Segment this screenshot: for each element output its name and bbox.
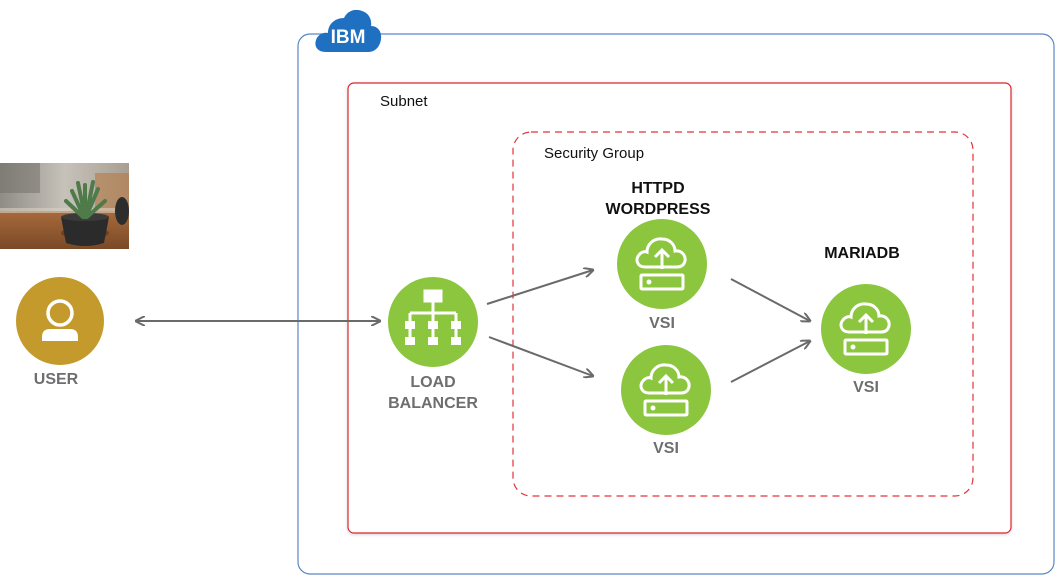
load-balancer-label-line1: LOAD (410, 374, 456, 391)
vsi-top-label: VSI (649, 315, 675, 332)
load-balancer-icon (388, 277, 478, 367)
user-icon (16, 277, 104, 365)
cloud-server-icon (821, 284, 911, 374)
web-tier-title: HTTPD WORDPRESS (588, 178, 728, 220)
user-label: USER (33, 371, 79, 388)
lb-vsi-top-connector (486, 270, 593, 305)
lb-vsi-bottom-connector (488, 336, 593, 376)
web-tier-title-line2: WORDPRESS (605, 201, 711, 218)
subnet-box (347, 82, 1012, 534)
db-tier-title: MARIADB (824, 245, 900, 262)
security-group-label: Security Group (544, 145, 645, 162)
vsi-top-node (617, 219, 707, 309)
load-balancer-node (388, 277, 478, 367)
cloud-server-icon (621, 345, 711, 435)
web-tier-title-line1: HTTPD (631, 180, 685, 197)
vsi-bottom-label: VSI (653, 440, 679, 457)
vsi-db-node (821, 284, 911, 374)
cloud-server-icon (617, 219, 707, 309)
load-balancer-label: LOAD BALANCER (373, 372, 493, 414)
load-balancer-label-line2: BALANCER (388, 395, 478, 412)
vsi-bottom-node (621, 345, 711, 435)
vsi-bottom-db-connector (730, 341, 810, 383)
plant-photo (0, 163, 129, 249)
security-group-box (512, 131, 974, 497)
subnet-label: Subnet (380, 93, 428, 110)
ibm-cloud-logo: IBM (312, 6, 384, 56)
vsi-db-label: VSI (853, 379, 879, 396)
user-node (16, 277, 104, 365)
vsi-top-db-connector (730, 278, 810, 321)
ibm-brand-text: IBM (330, 27, 366, 48)
